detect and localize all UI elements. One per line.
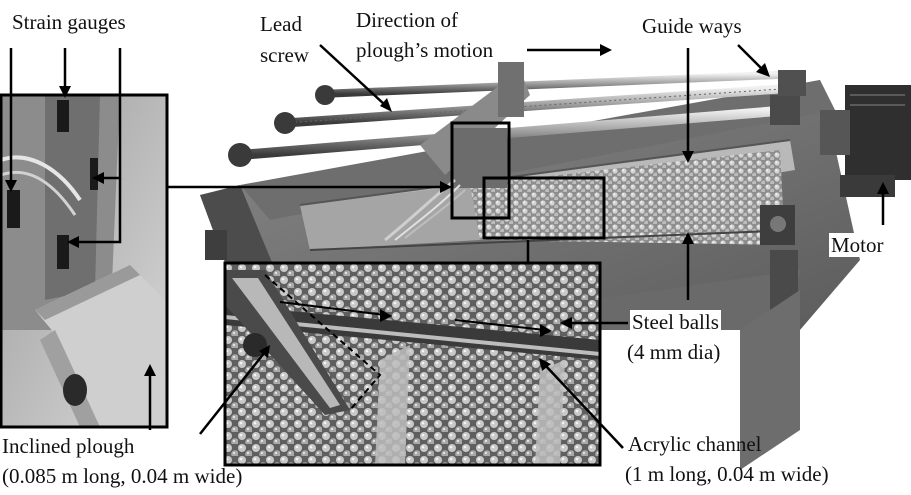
label-direction-line1: Direction of [356,8,459,32]
label-direction-line2: plough’s motion [356,38,494,62]
label-steel-balls-line1: Steel balls [630,310,721,334]
strain-gauge [90,158,98,190]
inset-zoom-balls [225,263,600,465]
inset-frame [0,93,169,429]
inset-strain-gauges [0,95,167,427]
bearing [228,143,252,167]
label-motor: Motor [829,233,886,257]
zoom-frame [223,261,602,467]
coupling [820,110,850,155]
label-guide-ways: Guide ways [642,14,742,38]
bearing [315,85,335,105]
label-inclined-plough-line2: (0.085 m long, 0.04 m wide) [2,464,243,488]
bearing-block [770,95,800,125]
label-lead-screw-line1: Lead [260,12,302,36]
motor [845,85,911,180]
annotation-arrows [9,44,885,449]
strain-gauge [57,235,69,269]
label-acrylic-channel-line2: (1 m long, 0.04 m wide) [625,462,829,486]
plough-highlight-box [450,121,511,220]
guide-way-back [319,70,801,98]
label-steel-balls-line2: (4 mm dia) [625,340,723,364]
label-inclined-plough-line1: Inclined plough [2,434,135,458]
annotation-arrowheads [5,44,889,376]
steel-balls [470,150,785,245]
label-acrylic-channel-line1: Acrylic channel [628,432,762,456]
bearing-block [778,70,806,96]
frame-leg-front [740,290,800,470]
strain-gauge [57,100,69,132]
balls-highlight-box [482,176,606,240]
label-strain-gauges: Strain gauges [12,10,126,34]
frame-leg [205,230,227,260]
guide-way-front [239,105,791,160]
strain-gauge [7,190,20,228]
label-lead-screw-line2: screw [260,43,309,67]
bearing [274,112,296,134]
